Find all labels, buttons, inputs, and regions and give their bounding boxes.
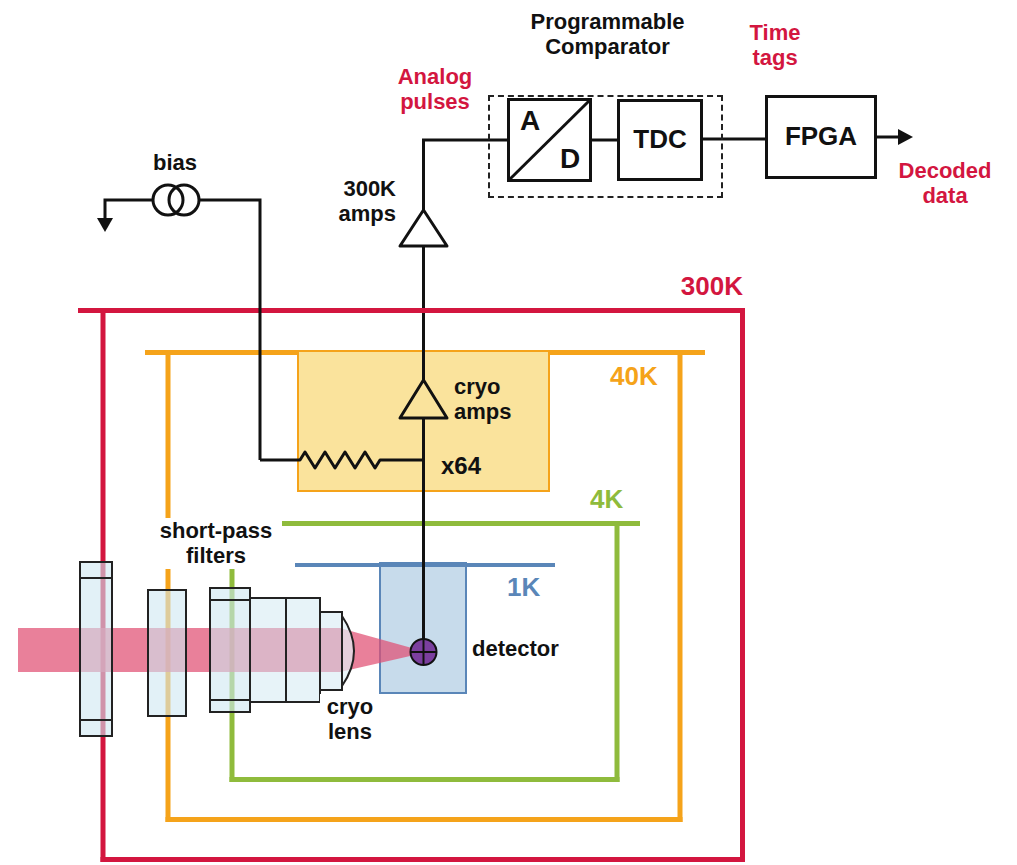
window-edge — [80, 719, 112, 721]
bias-wire — [199, 200, 260, 460]
stage-outline — [166, 350, 171, 822]
signal-wire — [422, 350, 425, 639]
cryo-amp-box: cryo amps x64 — [297, 350, 550, 492]
amplifier-symbol — [400, 380, 447, 418]
box-label: cryo amps — [454, 374, 524, 425]
text-holder: A — [520, 105, 540, 137]
laser-beam — [18, 628, 419, 672]
signal-wire — [703, 138, 765, 141]
text-holder: 300K — [681, 272, 743, 302]
stage-label: 40K — [610, 362, 658, 392]
part-label: short-pass filters — [150, 518, 282, 569]
stage-300k: 300K40Kcryo ampsx644K1Kdetector — [78, 308, 745, 862]
label-holder: cryo lens — [320, 694, 380, 745]
label-holder: short-pass filters — [150, 518, 282, 569]
detector-cross — [411, 651, 437, 653]
detector-mount — [380, 563, 466, 693]
ground-wire — [105, 200, 153, 220]
box-label: D — [560, 143, 580, 175]
label-holder: Decoded data — [885, 158, 1005, 209]
text-holder: x64 — [441, 452, 481, 480]
part-label: 300K amps — [330, 176, 396, 227]
window-edge — [80, 577, 112, 579]
box-label: x64 — [441, 452, 481, 480]
detector-symbol — [411, 639, 437, 665]
fpga-box: FPGA — [765, 95, 877, 179]
output-wire — [877, 136, 900, 139]
label-holder: 300K amps — [330, 176, 396, 227]
stage-outline — [78, 308, 745, 313]
adc-diagonal — [509, 100, 590, 180]
window — [80, 562, 112, 736]
comparator-box: Programmable ComparatorADTDC — [488, 95, 723, 198]
cryo-lens-shape — [342, 616, 354, 686]
stage-outline — [740, 308, 745, 862]
box-label: FPGA — [785, 122, 857, 152]
text-holder: D — [560, 143, 580, 175]
stage-label: 4K — [590, 485, 623, 515]
resistor-symbol — [260, 452, 424, 468]
stage-outline — [101, 857, 746, 862]
text-holder: Programmable Comparator — [490, 9, 725, 60]
stage-outline — [678, 350, 683, 822]
box-label: TDC — [633, 125, 686, 155]
text-holder: 4K — [590, 485, 623, 515]
text-holder: 1K — [507, 573, 540, 603]
box-label: A — [520, 105, 540, 137]
stage-outline — [615, 521, 620, 782]
part-label: bias — [153, 150, 197, 175]
label-holder: Time tags — [735, 20, 815, 71]
signal-wire — [592, 139, 617, 142]
amplifier-symbol — [400, 210, 447, 246]
label-holder: bias — [147, 150, 203, 175]
lens-tube — [320, 612, 342, 690]
text-holder: detector — [472, 636, 559, 661]
tdc-box: TDC — [617, 99, 703, 181]
signal-wire — [424, 140, 508, 350]
stage-outline — [230, 777, 620, 782]
short-pass-filter — [148, 590, 186, 716]
text-holder: TDC — [620, 102, 700, 178]
current-source-symbol — [153, 185, 183, 215]
filter-edge — [210, 699, 250, 701]
ground-arrow — [97, 218, 113, 232]
stage-outline — [101, 308, 106, 862]
stage-1k: 1Kdetector — [295, 563, 555, 693]
label-holder: Analog pulses — [394, 64, 476, 115]
group-heading: Programmable Comparator — [490, 9, 725, 60]
text-holder: 40K — [610, 362, 658, 392]
text-holder: cryo amps — [454, 374, 524, 425]
current-source-symbol — [169, 185, 199, 215]
text-holder: FPGA — [768, 98, 874, 176]
stage-outline — [295, 563, 555, 567]
stage-label: 1K — [507, 573, 540, 603]
stage-40k: 40Kcryo ampsx644K1Kdetector — [145, 350, 705, 822]
signal-label: Time tags — [735, 20, 815, 71]
output-arrow — [898, 129, 913, 145]
part-label: cryo lens — [320, 694, 380, 745]
detector-cross — [423, 639, 425, 665]
signal-label: Decoded data — [885, 158, 1005, 209]
stage-outline — [166, 817, 683, 822]
stage-label: 300K — [681, 272, 743, 302]
signal-label: Analog pulses — [394, 64, 476, 115]
short-pass-filter — [210, 588, 250, 712]
adc-box: AD — [507, 98, 592, 182]
filter-edge — [210, 599, 250, 601]
lens-tube — [250, 598, 286, 702]
box-label: detector — [472, 636, 559, 661]
lens-tube — [286, 598, 320, 702]
